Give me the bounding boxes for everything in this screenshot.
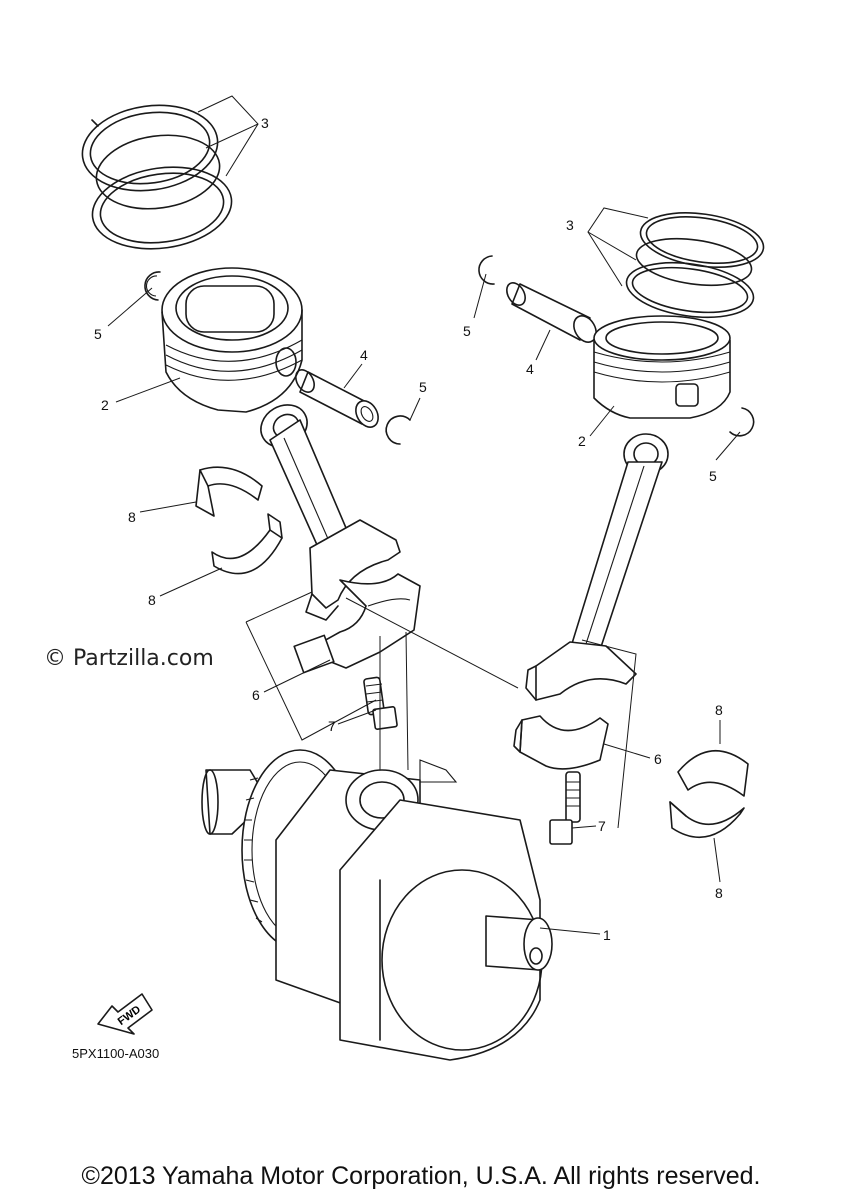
callout-3-right: 3 [566, 217, 574, 233]
bearing-left-lower [211, 513, 283, 575]
rod-bolt-left [363, 676, 398, 730]
fwd-arrow-icon: FWD [97, 993, 153, 1035]
callout-6-left: 6 [252, 687, 260, 703]
circlip-right-a [478, 255, 495, 285]
bearing-right-lower [669, 801, 745, 839]
circlip-right-b [729, 407, 755, 437]
piston-rings-left [81, 104, 233, 250]
leader-lines [107, 95, 741, 935]
callout-5-left-b: 5 [419, 379, 427, 395]
callout-5-right-a: 5 [463, 323, 471, 339]
connecting-rod-right [525, 433, 669, 701]
circlip-left-a [144, 271, 161, 301]
rod-bolt-right [549, 771, 581, 845]
callout-5-right-b: 5 [709, 468, 717, 484]
circlip-left-b [385, 415, 411, 445]
rod-cap-right [513, 715, 609, 770]
piston-pin-right [506, 282, 597, 343]
connecting-rod-left [260, 404, 401, 621]
callout-labels: 1 2 2 3 3 4 4 5 5 5 5 6 6 7 7 8 8 8 8 [94, 115, 723, 943]
callout-3-left: 3 [261, 115, 269, 131]
callout-6-right: 6 [654, 751, 662, 767]
callout-1: 1 [603, 927, 611, 943]
callout-8-right-a: 8 [715, 702, 723, 718]
callout-8-left-a: 8 [128, 509, 136, 525]
callout-7-right: 7 [598, 818, 606, 834]
callout-2-left: 2 [101, 397, 109, 413]
crankshaft [201, 749, 553, 1061]
callout-8-left-b: 8 [148, 592, 156, 608]
bearing-left-upper [195, 466, 263, 517]
callout-2-right: 2 [578, 433, 586, 449]
callout-4-right: 4 [526, 361, 534, 377]
callout-8-right-b: 8 [715, 885, 723, 901]
piston-rings-right [625, 212, 765, 319]
piston-right [593, 315, 731, 419]
piston-left [161, 267, 303, 413]
piston-pin-left [295, 369, 379, 428]
diagram-part-code: 5PX1100-A030 [72, 1046, 160, 1061]
callout-7-left: 7 [328, 718, 336, 734]
bearing-right-upper [677, 750, 749, 797]
partzilla-watermark: © Partzilla.com [44, 646, 214, 671]
callout-4-left: 4 [360, 347, 368, 363]
copyright-notice: ©2013 Yamaha Motor Corporation, U.S.A. A… [81, 1162, 761, 1190]
callout-5-left-a: 5 [94, 326, 102, 342]
